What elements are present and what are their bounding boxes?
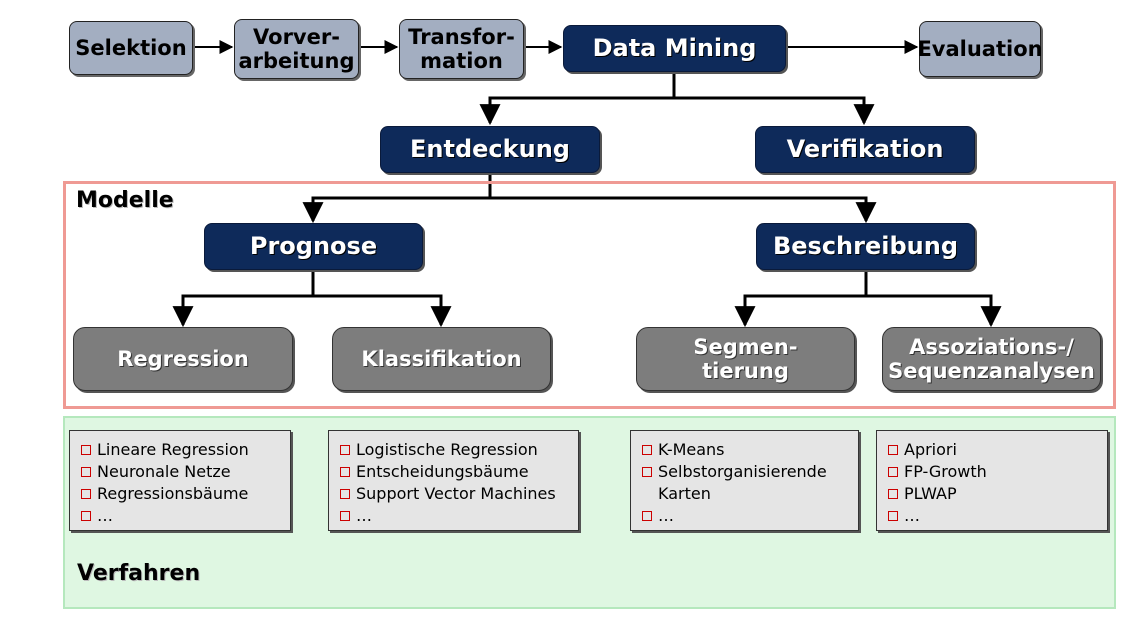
connector-datamining-verifikation [674,96,875,126]
method-item: Neuronale Netze [80,461,284,483]
klassifikation-box: Klassifikation [332,327,551,391]
modelle-label: Modelle [76,188,174,213]
entdeckung-label: Entdeckung [410,134,570,163]
data-mining-box: Data Mining [563,25,786,72]
transformation-label: Transfor- mation [408,24,515,73]
verifikation-label: Verifikation [786,134,944,163]
method-item: FP-Growth [887,461,1101,483]
connector-beschreibung-assoziation [866,294,1002,328]
connector-prognose-klassifikation [313,294,452,328]
verfahren-label: Verfahren [77,561,201,586]
method-item: Lineare Regression [80,439,284,461]
transformation-box: Transfor- mation [399,19,524,79]
connector-entdeckung-beschreibung [490,196,877,224]
prognose-box: Prognose [204,223,423,270]
regression-label: Regression [117,346,249,371]
assoziation-box: Assoziations-/ Sequenzanalysen [882,327,1101,391]
method-item: Selbstorganisierende Karten [641,461,852,505]
method-item: … [339,505,572,527]
method-item: Entscheidungsbäume [339,461,572,483]
method-item: Regressionsbäume [80,483,284,505]
segmentierung-label: Segmen- tierung [693,334,798,383]
connector-prognose-regression [172,294,313,328]
evaluation-label: Evaluation [917,36,1043,61]
modelle-region [63,181,1116,409]
regression-box: Regression [73,327,293,391]
method-item: Support Vector Machines [339,483,572,505]
assoziation-label: Assoziations-/ Sequenzanalysen [888,334,1095,383]
prognose-label: Prognose [249,231,378,260]
vorverarbeitung-label: Vorver- arbeitung [238,24,355,73]
connector-beschreibung-segmentierung [734,294,866,328]
method-item: … [80,505,284,527]
entdeckung-box: Entdeckung [380,126,600,173]
selektion-label: Selektion [75,35,187,60]
method-item: Apriori [887,439,1101,461]
connector-datamining-entdeckung [479,96,674,126]
evaluation-box: Evaluation [917,21,1043,77]
segmentierung-box: Segmen- tierung [636,327,855,391]
connector-entdeckung-prognose [302,196,490,224]
method-item: … [887,505,1101,527]
method-item: K-Means [641,439,852,461]
beschreibung-label: Beschreibung [772,231,959,260]
beschreibung-box: Beschreibung [756,223,975,270]
method-item: Logistische Regression [339,439,572,461]
vorverarbeitung-box: Vorver- arbeitung [234,19,359,79]
verifikation-box: Verifikation [755,126,975,173]
data-mining-label: Data Mining [592,33,757,62]
method-item: … [641,505,852,527]
method-item: PLWAP [887,483,1101,505]
selektion-box: Selektion [69,21,193,75]
klassifikation-label: Klassifikation [361,346,522,371]
